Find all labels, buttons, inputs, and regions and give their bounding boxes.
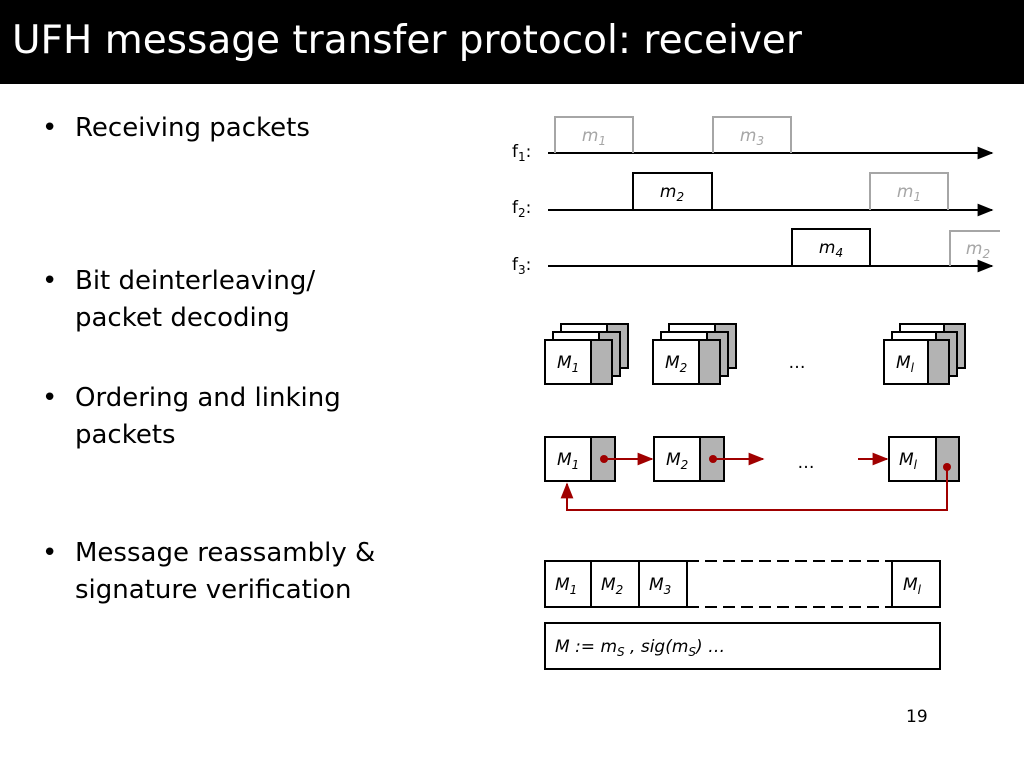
block-label: Ml <box>903 575 922 597</box>
slide-title: UFH message transfer protocol: receiver <box>12 18 802 63</box>
reassembled-block-m1 <box>544 560 592 608</box>
frequency-channels: f1: f2: f3: <box>512 142 994 277</box>
reassembled-block-ml <box>891 560 941 608</box>
page-number: 19 <box>906 707 928 727</box>
reassembled-block-m3 <box>638 560 688 608</box>
signature-box <box>544 622 941 670</box>
block-label: M2 <box>601 575 623 597</box>
block-label: M3 <box>649 575 671 597</box>
linked-label: Ml <box>899 450 918 472</box>
link-loop-arrow <box>560 467 948 511</box>
received-packets: m1 m3 m2 m1 m4 m2 <box>554 116 1000 267</box>
packet-f2-m2 <box>632 172 713 211</box>
stack-label: M1 <box>557 353 579 375</box>
decoded-stack-ml: Ml <box>883 323 966 385</box>
linked-packets: M1 M2 … Ml <box>544 436 960 511</box>
stack-label: Ml <box>896 353 915 375</box>
linked-packet-m1 <box>544 436 592 482</box>
block-label: M1 <box>555 575 577 597</box>
linked-packet-m2 <box>653 436 701 482</box>
decoded-ellipsis: … <box>789 353 806 373</box>
bullet-dot: • <box>42 266 58 296</box>
linked-label: M1 <box>557 450 579 472</box>
packet-label: m1 <box>582 126 606 148</box>
packet-label: m4 <box>819 238 843 260</box>
packet-label: m1 <box>897 182 921 204</box>
bullet-text: Receiving packets <box>75 113 310 143</box>
freq-label-f1: f1: <box>512 142 531 164</box>
decoded-stack-m1: M1 <box>544 323 629 385</box>
packet-label: m3 <box>740 126 764 148</box>
freq-label-f2: f2: <box>512 198 531 220</box>
decoded-stack-m2: M2 <box>652 323 737 385</box>
reassembled-message: M1 M2 M3 Ml M := mS , sig(mS) … <box>544 560 941 670</box>
packet-f2-m1 <box>869 172 949 210</box>
linked-ellipsis: … <box>798 453 815 473</box>
linked-label: M2 <box>666 450 688 472</box>
packet-f3-m2 <box>949 230 1000 266</box>
packet-label: m2 <box>660 182 684 204</box>
title-bar: UFH message transfer protocol: receiver <box>0 0 1024 84</box>
bullet-text-line-2: signature verification <box>75 575 352 605</box>
packet-f1-m1 <box>554 116 634 153</box>
bullet-text-line-2: packets <box>75 420 176 450</box>
freq-label-f3: f3: <box>512 255 531 277</box>
bullet-text-line-1: Message reassambly & <box>75 538 376 568</box>
packet-label: m2 <box>966 239 990 261</box>
bullet-text-line-1: Bit deinterleaving/ <box>75 266 316 296</box>
bullet-dot: • <box>42 538 58 568</box>
signature-formula: M := mS , sig(mS) … <box>555 637 725 659</box>
reassembled-block-m2 <box>590 560 640 608</box>
decoded-stacks: M1 M2 … Ml <box>544 323 966 385</box>
bullet-text-line-1: Ordering and linking <box>75 383 341 413</box>
packet-f3-m4 <box>791 228 871 267</box>
bullet-text-line-2: packet decoding <box>75 303 290 333</box>
bullet-dot: • <box>42 113 58 143</box>
packet-f1-m3 <box>712 116 792 153</box>
stack-label: M2 <box>665 353 687 375</box>
bullet-dot: • <box>42 383 58 413</box>
linked-packet-ml <box>888 436 937 482</box>
